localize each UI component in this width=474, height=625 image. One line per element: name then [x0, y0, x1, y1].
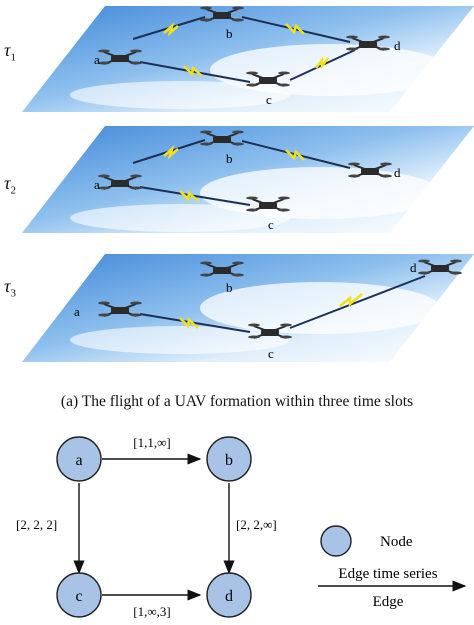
node-label: a [75, 452, 82, 469]
node-label-a: a [94, 177, 100, 192]
node-label-d: d [410, 260, 417, 275]
drone-icon [200, 6, 244, 22]
legend-edge-label: Edge [373, 594, 404, 610]
drone-icon [418, 259, 462, 275]
node-label-b: b [226, 151, 233, 166]
time-slot-1: τ1 [0, 0, 474, 118]
sky-plane: a b c d [22, 6, 474, 112]
cloud [70, 204, 290, 232]
node-label-a: a [94, 52, 100, 67]
edge-label-b-d: [2, 2,∞] [236, 517, 277, 532]
edge-label-a-b: [1,1,∞] [133, 435, 170, 450]
link-c-d [289, 275, 426, 329]
lightning-icon [163, 22, 179, 37]
lightning-icon [315, 56, 329, 70]
lightning-icon [339, 293, 363, 307]
time-slot-label: τ3 [4, 276, 16, 300]
cloud [200, 282, 440, 334]
node-a: a [56, 436, 102, 482]
node-label: c [75, 588, 82, 605]
lightning-icon [285, 149, 305, 161]
node-label-b: b [226, 280, 233, 295]
time-slot-2: τ2 [0, 123, 474, 241]
lightning-icon [179, 190, 199, 202]
node-label-c: c [266, 92, 272, 107]
cloud [70, 81, 290, 109]
lightning-icon [163, 145, 179, 160]
node-d: d [206, 572, 252, 618]
cloud [70, 326, 290, 354]
node-c: c [56, 572, 102, 618]
caption-a: (a) The flight of a UAV formation within… [60, 393, 414, 410]
lightning-icon [179, 317, 199, 329]
lightning-icon [183, 65, 203, 77]
drone-icon [346, 35, 390, 51]
legend: Node Edge time series Edge [318, 525, 467, 610]
drone-icon [98, 49, 142, 65]
node-label: b [225, 452, 233, 469]
edge-label-a-c: [2, 2, 2] [16, 517, 57, 532]
node-label-b: b [226, 26, 233, 41]
node-label-d: d [394, 165, 401, 180]
time-slot-label: τ2 [4, 173, 16, 197]
drone-icon [200, 261, 244, 277]
node-b: b [206, 436, 252, 482]
node-label-a: a [74, 304, 80, 319]
link-a-c [139, 313, 251, 333]
drone-icon [348, 162, 392, 178]
node-label-d: d [394, 38, 401, 53]
link-a-c [139, 186, 251, 206]
legend-node-symbol [320, 525, 352, 557]
edge-label-c-d: [1,∞,3] [133, 604, 170, 619]
drone-icon [98, 174, 142, 190]
legend-node-label: Node [380, 534, 413, 550]
lightning-icon [285, 23, 305, 35]
legend-edge-series-label: Edge time series [338, 566, 437, 582]
sky-plane: a b c d [22, 126, 474, 233]
link-a-c [139, 61, 251, 83]
graph-panel: [1,1,∞] [2, 2, 2] [2, 2,∞] [1,∞,3] a b c… [16, 435, 467, 619]
drone-icon [246, 71, 290, 87]
drone-icon [246, 196, 290, 212]
time-slot-3: τ3 [0, 248, 474, 370]
drone-icon [98, 301, 142, 317]
drone-icon [200, 130, 244, 146]
time-slot-label: τ1 [4, 40, 16, 64]
node-label: d [225, 588, 233, 605]
node-label-c: c [268, 217, 274, 232]
node-label-c: c [268, 346, 274, 361]
drone-icon [248, 323, 292, 339]
sky-plane: a b c d [22, 254, 474, 362]
